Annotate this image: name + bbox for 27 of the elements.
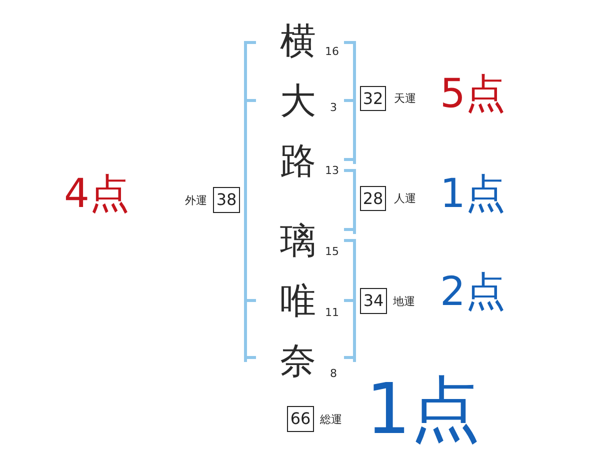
stroke-count: 8 bbox=[330, 368, 337, 379]
score-text: 5点 bbox=[440, 74, 506, 114]
name-character: 横 bbox=[280, 24, 316, 60]
score-text: 1点 bbox=[440, 174, 506, 214]
name-character: 璃 bbox=[280, 224, 316, 260]
fortune-number-box: 66 bbox=[287, 406, 314, 432]
fortune-number-box: 34 bbox=[360, 288, 387, 314]
name-character: 奈 bbox=[280, 344, 316, 380]
fortune-name: 総運 bbox=[320, 414, 342, 425]
fortune-number-box: 32 bbox=[360, 86, 386, 111]
name-character: 大 bbox=[280, 84, 316, 120]
stroke-count: 16 bbox=[325, 46, 339, 57]
name-character: 唯 bbox=[280, 284, 316, 320]
stroke-count: 15 bbox=[325, 246, 339, 257]
fortune-number-box: 28 bbox=[360, 186, 386, 211]
fortune-name: 外運 bbox=[185, 195, 207, 206]
fortune-number-box: 38 bbox=[213, 187, 240, 213]
fortune-name: 天運 bbox=[394, 93, 416, 104]
stroke-count: 11 bbox=[325, 307, 339, 318]
fortune-name: 地運 bbox=[393, 296, 415, 307]
stroke-count: 3 bbox=[330, 102, 337, 113]
name-character: 路 bbox=[280, 144, 316, 180]
score-text: 1点 bbox=[366, 374, 481, 444]
score-text: 4点 bbox=[64, 174, 130, 214]
score-text: 2点 bbox=[440, 272, 506, 312]
fortune-name: 人運 bbox=[394, 193, 416, 204]
stroke-count: 13 bbox=[325, 165, 339, 176]
